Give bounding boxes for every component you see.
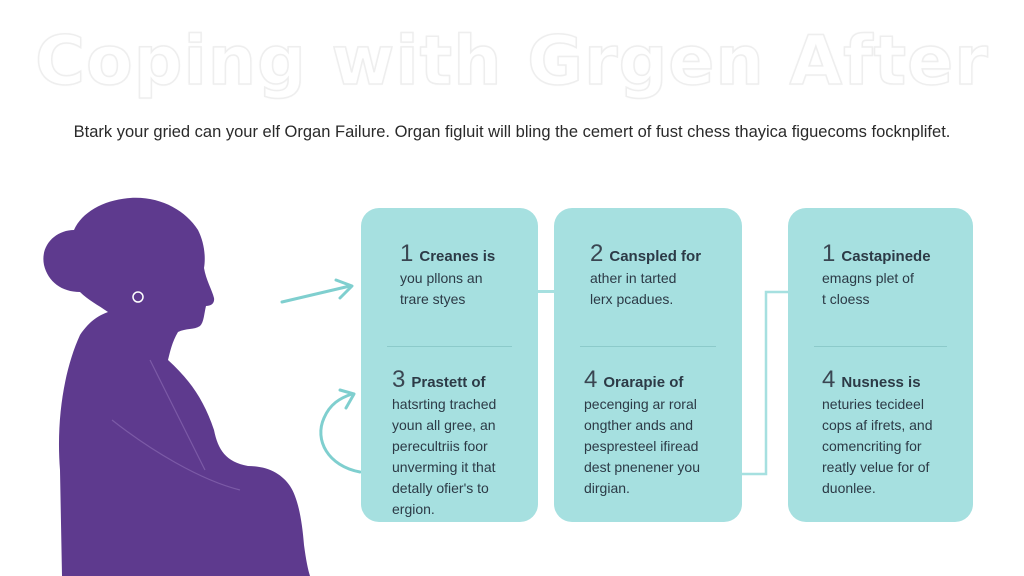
loop-arrow-icon <box>319 392 362 474</box>
step-text: cops af ifrets, and <box>822 417 933 433</box>
step-text: detally ofier's to <box>392 480 489 496</box>
step-text: ather in tarted <box>590 270 677 286</box>
step-text: t cloess <box>822 291 870 307</box>
step-card-3 <box>788 208 973 522</box>
card-connector <box>742 290 790 476</box>
card-connector <box>536 290 556 293</box>
step-number: 1 <box>400 240 414 267</box>
step-card-1 <box>361 208 538 522</box>
step-title: Creanes is <box>419 248 496 265</box>
step-text: emagns plet of <box>822 270 914 286</box>
step-number: 1 <box>822 240 836 267</box>
step-text: dest pnenener you <box>584 459 700 475</box>
page-title: Coping with Grgen After <box>34 21 989 102</box>
step-item: 1 Castapinede emagns plet of t cloess <box>822 240 931 310</box>
step-text: neturies tecideel <box>822 396 924 412</box>
step-text: comencriting for <box>822 438 922 454</box>
step-title: Canspled for <box>609 248 702 265</box>
page-subtitle: Btark your gried can your elf Organ Fail… <box>73 123 951 141</box>
step-number: 2 <box>590 240 604 267</box>
step-item: 4 Nusness is neturies tecideel cops af if… <box>822 366 933 499</box>
step-text: you pllons an <box>400 270 483 286</box>
step-text: reatly velue for of <box>822 459 930 475</box>
step-number: 4 <box>822 366 836 393</box>
step-title: Prastett of <box>411 374 486 391</box>
step-text: ergion. <box>392 501 435 517</box>
step-text: pecenging ar roral <box>584 396 697 412</box>
step-card-2 <box>554 208 742 522</box>
step-text: duonlee. <box>822 480 876 496</box>
step-item: 1 Creanes is you pllons an trare styes <box>400 240 495 310</box>
step-item: 4 Orarapie of pecenging ar roral ongther … <box>584 366 700 499</box>
step-number: 3 <box>392 366 406 393</box>
step-item: 3 Prastett of hatsrting trached youn all … <box>392 366 496 520</box>
woman-silhouette-illustration <box>43 197 310 576</box>
step-number: 4 <box>584 366 598 393</box>
step-text: ongther ands and <box>584 417 693 433</box>
step-text: lerx pcadues. <box>590 291 674 307</box>
step-text: unverming it that <box>392 459 496 475</box>
step-text: pespresteel ifiread <box>584 438 699 454</box>
step-text: hatsrting trached <box>392 396 497 412</box>
step-text: trare styes <box>400 291 466 307</box>
arrow-right-icon <box>280 284 352 304</box>
earring-icon <box>132 291 144 303</box>
step-text: perecultriis foor <box>392 438 488 454</box>
step-item: 2 Canspled for ather in tarted lerx pcadu… <box>590 240 701 310</box>
step-text: youn all gree, an <box>392 417 496 433</box>
step-text: dirgian. <box>584 480 630 496</box>
step-title: Nusness is <box>841 374 921 391</box>
step-title: Orarapie of <box>603 374 684 391</box>
step-title: Castapinede <box>841 248 931 265</box>
